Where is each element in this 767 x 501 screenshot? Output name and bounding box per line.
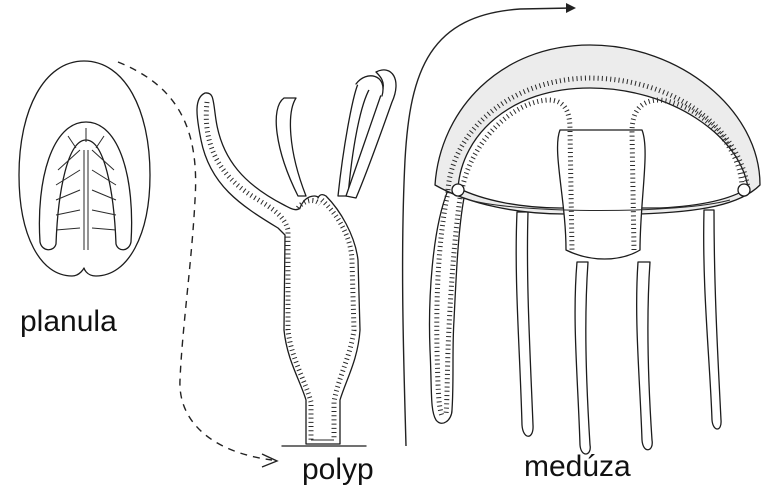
medusa — [430, 45, 760, 454]
polyp — [197, 70, 396, 446]
medusa-label: medúza — [524, 452, 631, 482]
polyp-label: polyp — [302, 455, 374, 485]
planula-label: planula — [20, 307, 117, 337]
planula-larva — [19, 61, 150, 276]
